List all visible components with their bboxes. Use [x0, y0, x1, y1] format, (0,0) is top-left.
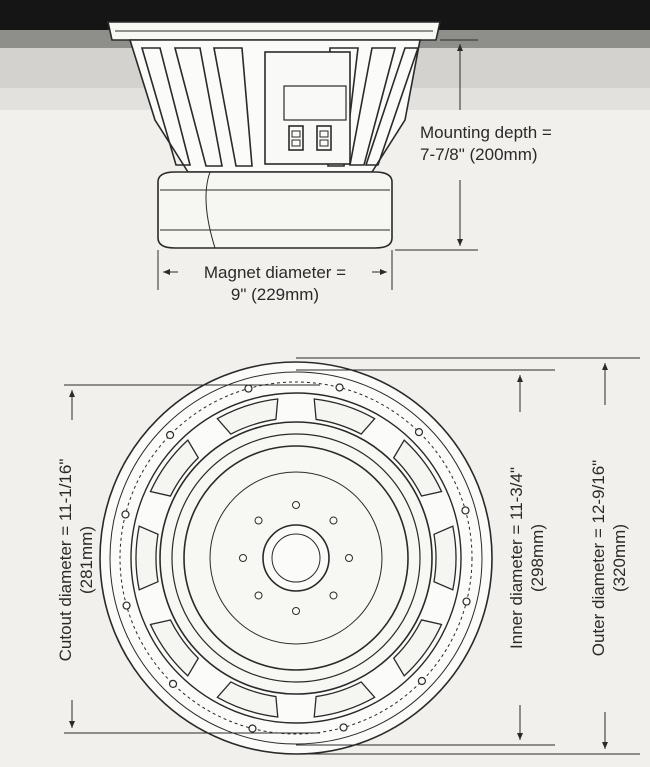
basket-rib-windows [135, 398, 457, 718]
mounting-depth-dimension [395, 39, 478, 251]
mounting-hole [248, 724, 257, 733]
rib-window [216, 398, 279, 435]
outer-diameter-label: Outer diameter = 12-9/16" (320mm) [588, 378, 630, 738]
magnet-diameter-label: Magnet diameter = 9" (229mm) [178, 262, 372, 306]
cutout-diameter-line1: Cutout diameter = 11-1/16" [56, 458, 75, 662]
magnet-diameter-line2: 9" (229mm) [230, 285, 320, 304]
rib-window [392, 619, 443, 677]
mounting-depth-line1: Mounting depth = [420, 123, 552, 142]
mounting-hole [244, 384, 253, 393]
screw-hole [254, 591, 263, 600]
screw-hole [292, 501, 300, 509]
rib-window [149, 439, 200, 497]
mounting-hole [122, 601, 131, 610]
inner-diameter-dimension [296, 369, 555, 746]
mounting-hole [462, 597, 471, 606]
mounting-hole [417, 676, 427, 686]
screw-hole [345, 554, 353, 562]
cutout-diameter-label: Cutout diameter = 11-1/16" (281mm) [55, 380, 97, 740]
outer-diameter-line1: Outer diameter = 12-9/16" [589, 459, 608, 657]
mounting-hole [121, 510, 130, 519]
mounting-depth-line2: 7-7/8" (200mm) [420, 145, 538, 164]
mounting-holes [121, 383, 471, 733]
mounting-hole [414, 427, 424, 437]
rib-window [135, 525, 159, 591]
front-view-speaker [99, 361, 493, 755]
rib-window [392, 439, 443, 497]
mounting-hole [339, 723, 348, 732]
outer-diameter-dimension [296, 357, 640, 755]
inner-diameter-label: Inner diameter = 11-3/4" (298mm) [506, 378, 548, 738]
screw-hole [239, 554, 247, 562]
screw-hole [329, 591, 338, 600]
rib-window [313, 398, 376, 435]
inner-diameter-line1: Inner diameter = 11-3/4" [507, 467, 526, 649]
rib-window [216, 681, 279, 718]
cutout-diameter-line2: (281mm) [77, 526, 96, 595]
mounting-hole [168, 679, 178, 689]
mounting-hole [165, 430, 175, 440]
rib-window [433, 525, 457, 591]
screw-hole [292, 607, 300, 615]
mounting-hole [335, 383, 344, 392]
cutout-diameter-dimension [64, 384, 320, 734]
inner-diameter-line2: (298mm) [528, 524, 547, 593]
outer-diameter-line2: (320mm) [610, 524, 629, 593]
magnet-diameter-line1: Magnet diameter = [203, 263, 347, 282]
mounting-hole [461, 506, 470, 515]
mounting-depth-label: Mounting depth = 7-7/8" (200mm) [420, 122, 552, 166]
motor-screw-holes [239, 501, 353, 615]
rib-window [149, 619, 200, 677]
screw-hole [329, 516, 338, 525]
magnet-diameter-dimension [157, 250, 393, 290]
screw-hole [254, 516, 263, 525]
side-view-speaker [107, 21, 441, 249]
rib-window [313, 681, 376, 718]
